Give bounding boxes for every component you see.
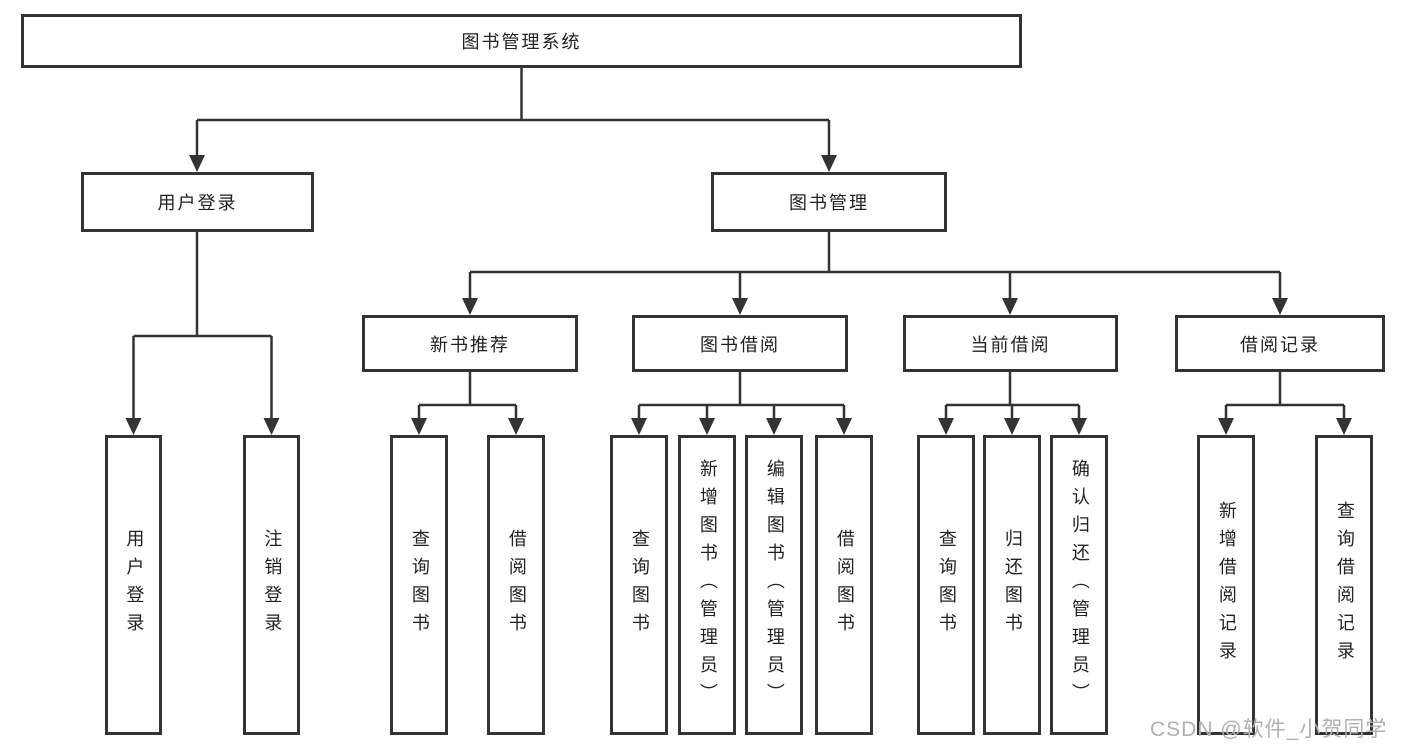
- node-label: 借阅记录: [1240, 334, 1320, 355]
- node-leaf-query-borrow-record: 查询借阅记录: [1315, 435, 1373, 735]
- node-label: 新书推荐: [430, 334, 510, 355]
- node-label: 借阅图书: [834, 529, 855, 641]
- node-label: 图书管理: [789, 193, 869, 213]
- node-borrow-records: 借阅记录: [1175, 315, 1385, 372]
- node-label: 归还图书: [1002, 529, 1023, 641]
- node-leaf-return-books: 归还图书: [983, 435, 1041, 735]
- node-library-management-system: 图书管理系统: [21, 14, 1022, 68]
- node-book-management-module: 图书管理: [711, 172, 947, 232]
- node-label: 查询图书: [936, 529, 957, 641]
- node-label: 借阅图书: [506, 529, 527, 641]
- node-book-borrow: 图书借阅: [632, 315, 848, 372]
- node-label: 新增借阅记录: [1216, 501, 1237, 669]
- node-leaf-add-borrow-record: 新增借阅记录: [1197, 435, 1255, 735]
- node-label: 确认归还（管理员）: [1069, 459, 1090, 711]
- node-leaf-borrow-books-2: 借阅图书: [815, 435, 873, 735]
- node-label: 用户登录: [157, 193, 238, 213]
- node-leaf-logout: 注销登录: [243, 435, 300, 735]
- csdn-watermark: CSDN @软件_小贺同学: [1150, 718, 1388, 741]
- node-label: 新增图书（管理员）: [697, 459, 718, 711]
- node-leaf-borrow-books-1: 借阅图书: [487, 435, 545, 735]
- node-label: 查询借阅记录: [1334, 501, 1355, 669]
- node-leaf-edit-books-admin: 编辑图书（管理员）: [745, 435, 803, 735]
- node-leaf-query-books-3: 查询图书: [917, 435, 975, 735]
- node-leaf-query-books-2: 查询图书: [610, 435, 668, 735]
- node-user-login-module: 用户登录: [81, 172, 314, 232]
- node-leaf-query-books-1: 查询图书: [390, 435, 448, 735]
- node-label: 图书管理系统: [461, 32, 582, 52]
- node-label: 查询图书: [409, 529, 430, 641]
- node-label: 注销登录: [262, 529, 283, 641]
- node-current-borrow: 当前借阅: [903, 315, 1118, 372]
- node-label: 当前借阅: [970, 334, 1051, 355]
- node-label: 编辑图书（管理员）: [764, 459, 785, 711]
- node-label: 用户登录: [124, 529, 145, 641]
- node-label: 查询图书: [629, 529, 650, 641]
- node-new-book-recommend: 新书推荐: [362, 315, 578, 372]
- node-leaf-add-books-admin: 新增图书（管理员）: [678, 435, 736, 735]
- node-leaf-confirm-return-admin: 确认归还（管理员）: [1050, 435, 1108, 735]
- node-label: 图书借阅: [700, 334, 780, 355]
- node-leaf-user-login: 用户登录: [105, 435, 162, 735]
